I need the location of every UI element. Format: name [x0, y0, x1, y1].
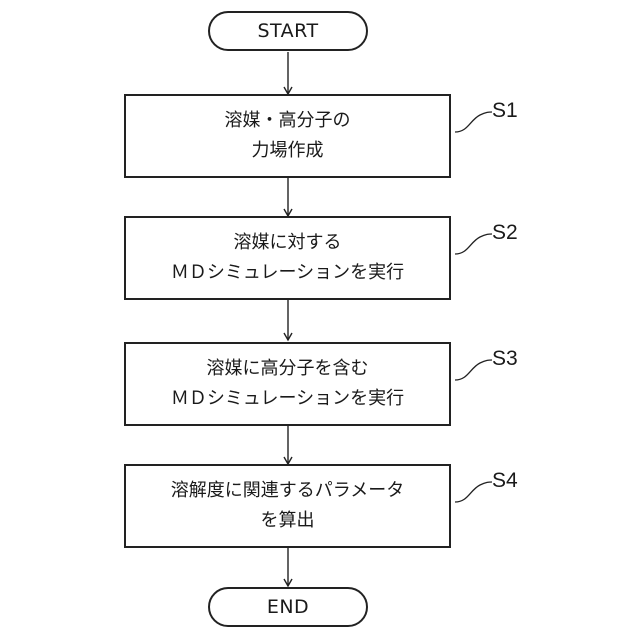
step-s2-box: 溶媒に対する ＭＤシミュレーションを実行 — [124, 216, 451, 300]
step-s3-box: 溶媒に高分子を含む ＭＤシミュレーションを実行 — [124, 342, 451, 426]
step-s1-line2: 力場作成 — [252, 136, 324, 166]
leader-s1 — [455, 112, 492, 132]
leader-s2 — [455, 234, 492, 254]
end-label: END — [267, 596, 309, 618]
step-s4-line1: 溶解度に関連するパラメータ — [171, 476, 404, 506]
step-s4-box: 溶解度に関連するパラメータ を算出 — [124, 464, 451, 548]
end-terminal: END — [208, 587, 368, 627]
step-s1-box: 溶媒・高分子の 力場作成 — [124, 94, 451, 178]
leader-s4 — [455, 482, 492, 502]
step-s4-label: S4 — [492, 469, 518, 493]
step-s2-line1: 溶媒に対する — [234, 228, 342, 258]
step-s3-line1: 溶媒に高分子を含む — [207, 354, 369, 384]
leader-s3 — [455, 360, 492, 380]
step-s1-line1: 溶媒・高分子の — [225, 106, 351, 136]
step-s3-line2: ＭＤシミュレーションを実行 — [171, 384, 404, 414]
step-s3-label: S3 — [492, 347, 518, 371]
start-terminal: START — [208, 11, 368, 51]
step-s4-line2: を算出 — [261, 506, 315, 536]
step-s2-line2: ＭＤシミュレーションを実行 — [171, 258, 404, 288]
start-label: START — [257, 20, 318, 42]
step-s2-label: S2 — [492, 221, 518, 245]
step-s1-label: S1 — [492, 99, 518, 123]
